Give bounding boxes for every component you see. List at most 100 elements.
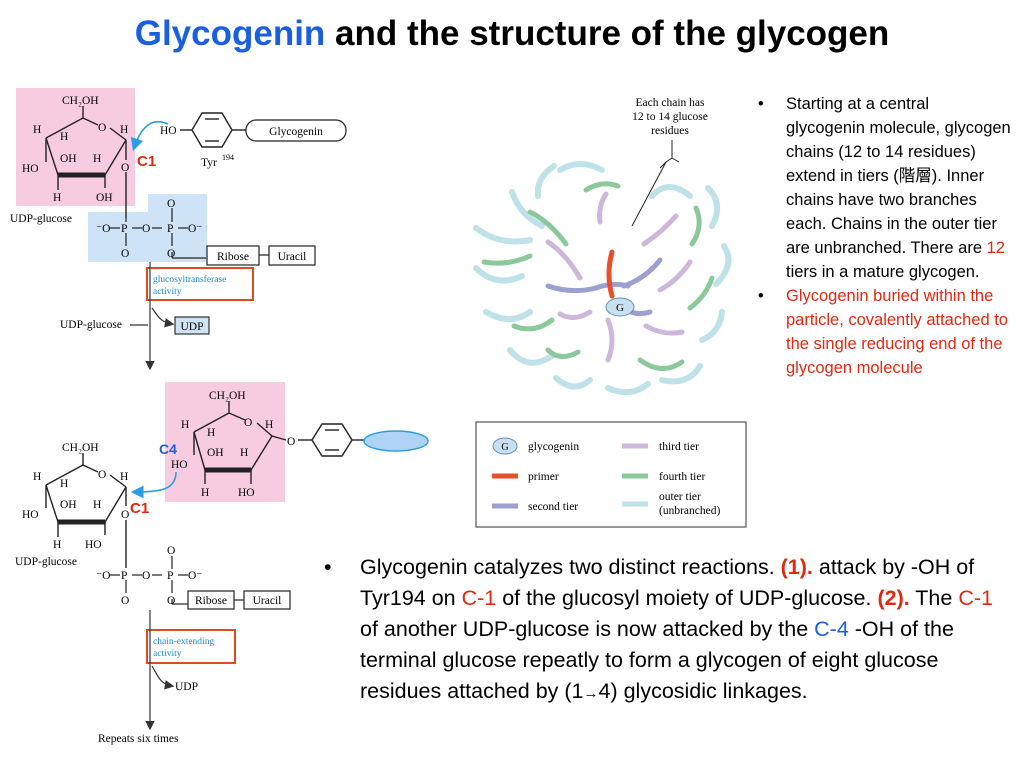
o-minus-right-bottom: O⁻	[188, 570, 202, 582]
label-oh-bot: OH	[60, 499, 77, 511]
label-glyco-o-top: O	[121, 162, 129, 174]
note-line1: Each chain has	[636, 97, 705, 109]
bb-t7: 4) glycosidic linkages.	[598, 679, 808, 703]
rb1-num: 12	[986, 239, 1005, 257]
ribose-label-1: Ribose	[217, 251, 249, 263]
activity-box-2	[146, 629, 236, 664]
right-bullet-2: • Glycogenin buried within the particle,…	[750, 284, 1012, 380]
uracil-label-2: Uracil	[253, 595, 282, 607]
udp-glucose-in-label: UDP-glucose	[60, 319, 122, 331]
note-line3: residues	[651, 125, 689, 137]
rb1-after: tiers in a mature glycogen.	[786, 263, 980, 281]
label-o-glyco-bot: O	[121, 509, 129, 521]
bb-c4: C-4	[814, 617, 849, 641]
o-minus-left-1: ⁻O	[96, 223, 110, 235]
label-h-bot4: H	[93, 499, 101, 511]
bullet-dot: •	[758, 95, 764, 113]
tyr-sup: 194	[222, 153, 234, 162]
rb1-text: Starting at a central glycogenin molecul…	[786, 95, 1011, 257]
legend-key-glycogenin	[492, 437, 518, 455]
activity-2-line1: chain-extending	[153, 637, 214, 647]
label-h-mid5: H	[201, 487, 209, 499]
blue-box-top	[88, 194, 207, 262]
p1-top: P	[121, 223, 127, 235]
udp-glucose-label-1: UDP-glucose	[10, 213, 72, 225]
label-c1-bottom: C1	[130, 500, 149, 517]
bottom-bullet: • Glycogenin catalyzes two distinct reac…	[318, 552, 998, 709]
uracil-label-1: Uracil	[278, 251, 307, 263]
bullet-dot: •	[758, 287, 764, 305]
label-ho-bot2: HO	[85, 539, 102, 551]
o-top-p2: O	[167, 198, 175, 210]
bb-m2: (2).	[877, 586, 910, 610]
o-minus-right-top: O⁻	[188, 223, 202, 235]
label-ho-mid: HO	[171, 459, 188, 471]
attack-arrow-top	[130, 121, 169, 152]
label-h-top3: H	[120, 124, 128, 136]
label-h-top4: H	[93, 153, 101, 165]
bottom-bullet-list: • Glycogenin catalyzes two distinct reac…	[318, 552, 998, 709]
label-ch2oh-top: CH₂OH	[62, 95, 99, 107]
glycogenin-protein-shape	[245, 119, 347, 142]
title-highlight: Glycogenin	[134, 14, 326, 53]
o-minus-left-2: ⁻O	[96, 570, 110, 582]
glycogen-note: Each chain has 12 to 14 glucose residues	[631, 97, 708, 227]
label-ring-o-top: O	[98, 122, 106, 134]
label-ch2oh-bot: CH₂OH	[62, 442, 99, 454]
o-bottom-p1-bottom: O	[121, 595, 129, 607]
right-bullet-list: • Starting at a central glycogenin molec…	[750, 92, 1012, 380]
udp-glucose-label-2: UDP-glucose	[15, 556, 77, 568]
title-rest: and the structure of the glycogen	[335, 14, 890, 53]
label-oh-mid: OH	[207, 447, 224, 459]
bottom-glucose-ring	[45, 453, 127, 568]
label-h-top5: H	[53, 192, 61, 204]
bb-c1b: C-1	[958, 586, 993, 610]
phosphate-chain-top	[110, 208, 206, 259]
tyr-phenyl-ring	[180, 112, 246, 148]
legend-outer-sub: (unbranched)	[659, 505, 720, 517]
glycogen-legend: G glycogenin primer second tier third ti…	[475, 421, 747, 528]
label-o-bot: O	[98, 469, 106, 481]
o-bridge-bottom: O	[142, 570, 150, 582]
label-h-mid2: H	[207, 427, 215, 439]
legend-fourth-tier: fourth tier	[659, 471, 705, 483]
bb-t2: attack by -OH of Tyr194 on	[360, 555, 975, 610]
p2-top: P	[167, 223, 173, 235]
note-line2: 12 to 14 glucose	[632, 111, 708, 123]
label-h-bot5: H	[53, 539, 61, 551]
bb-t5: of another UDP-glucose is now attacked b…	[360, 617, 815, 641]
udp-out-label-2: UDP	[175, 681, 198, 693]
label-ho-bot: HO	[22, 509, 39, 521]
legend-g-key: G	[501, 442, 508, 453]
uracil-box-2	[243, 590, 291, 610]
glycogenin-label: Glycogenin	[269, 126, 323, 138]
legend-outer-tier: outer tier	[659, 491, 701, 503]
label-o-link-mid: O	[287, 436, 295, 448]
pink-box-top	[16, 88, 135, 206]
label-ho-top: HO	[22, 163, 39, 175]
rb2-text: Glycogenin buried within the particle, c…	[786, 287, 1008, 377]
label-o-mid: O	[244, 417, 252, 429]
p1-bottom: P	[121, 570, 127, 582]
o-top-p2-bottom: O	[167, 545, 175, 557]
repeats-label: Repeats six times	[98, 733, 179, 745]
o-bridge-top: O	[142, 223, 150, 235]
bb-t1: Glycogenin catalyzes two distinct reacti…	[360, 555, 781, 579]
label-tyr-ho: HO	[160, 125, 177, 137]
glycogenin-ellipse	[363, 430, 429, 452]
bb-c1a: C-1	[461, 586, 497, 610]
top-glucose-ring	[45, 106, 127, 218]
attack-arrow-bottom	[130, 471, 177, 499]
o-bottom-p2: O	[167, 248, 175, 260]
label-h-mid4: H	[240, 447, 248, 459]
label-h-mid1: H	[181, 419, 189, 431]
activity-box-1	[146, 267, 254, 301]
bb-arrow: →	[583, 685, 599, 702]
p2-bottom: P	[167, 570, 173, 582]
label-h-mid3: H	[265, 419, 273, 431]
label-h-top2: H	[60, 131, 68, 143]
label-h-top1: H	[33, 124, 41, 136]
legend-second-tier: second tier	[528, 501, 578, 513]
